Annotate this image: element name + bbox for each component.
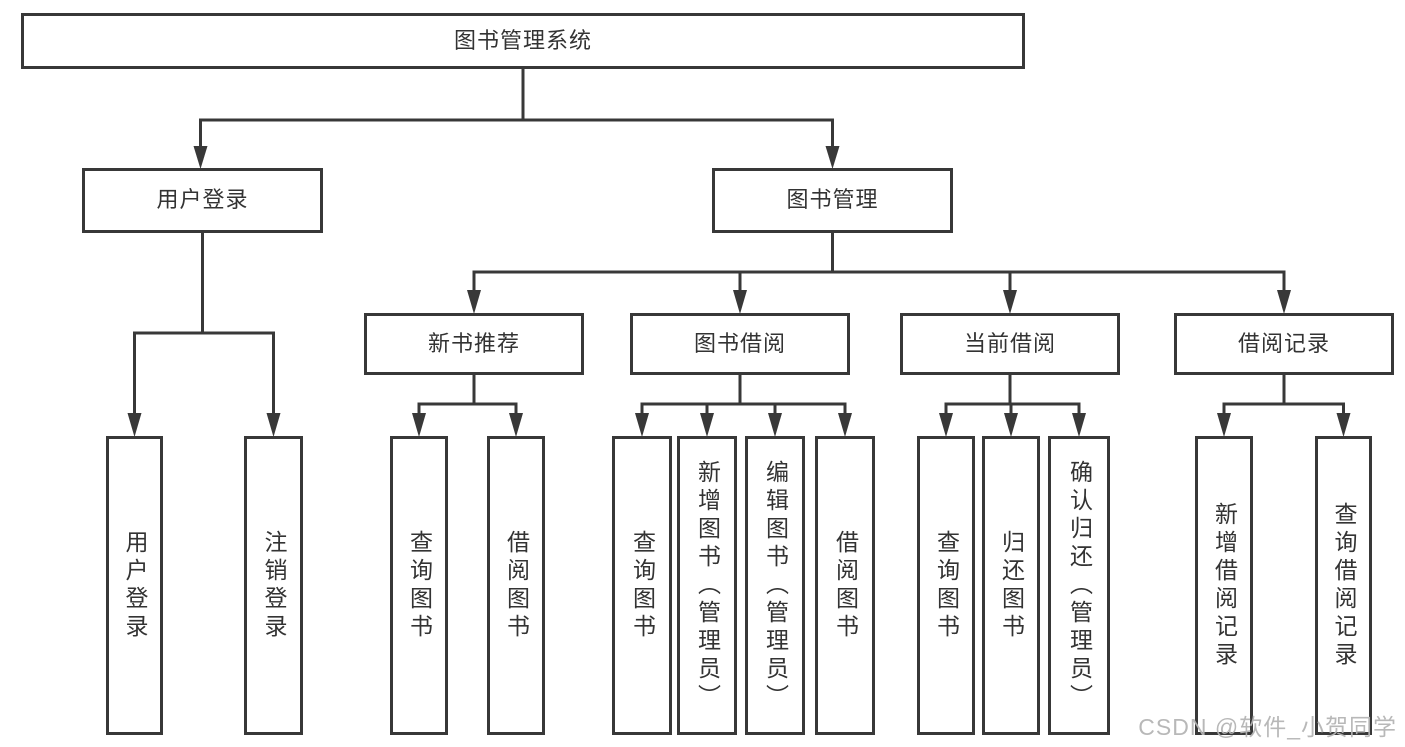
node-leaf-add-books-admin: 新增图书（管理员） [677, 436, 737, 735]
node-borrowing-records: 借阅记录 [1174, 313, 1394, 375]
node-new-book-recommend: 新书推荐 [364, 313, 584, 375]
node-label: 查询图书 [629, 529, 656, 642]
node-label: 新书推荐 [427, 330, 520, 356]
node-leaf-confirm-return-admin: 确认归还（管理员） [1048, 436, 1110, 735]
connector-root-to-branches [193, 69, 840, 169]
node-leaf-return-books: 归还图书 [982, 436, 1040, 735]
node-label: 归还图书 [998, 529, 1025, 642]
node-label: 新增图书（管理员） [694, 459, 721, 712]
node-book-borrowing: 图书借阅 [630, 313, 850, 375]
node-label: 用户登录 [156, 187, 249, 213]
node-label: 查询借阅记录 [1331, 501, 1357, 670]
node-label: 确认归还（管理员） [1066, 459, 1093, 712]
connector-current-borrowing-to-leaves [939, 375, 1086, 437]
node-label: 图书管理系统 [453, 27, 592, 53]
node-label: 查询图书 [933, 529, 960, 642]
node-label: 新增借阅记录 [1211, 501, 1238, 670]
csdn-watermark: CSDN @软件_小贺同学 [1138, 714, 1397, 740]
node-leaf-borrow-books-recommend: 借阅图书 [487, 436, 545, 735]
node-label: 查询图书 [406, 529, 433, 642]
node-label: 借阅图书 [832, 529, 859, 642]
connector-book-mgmt-to-level3 [467, 233, 1291, 314]
node-leaf-user-login: 用户登录 [106, 436, 163, 735]
node-book-management-branch: 图书管理 [712, 168, 953, 233]
node-label: 用户登录 [122, 529, 148, 642]
connector-book-borrowing-to-leaves [635, 375, 852, 437]
node-label: 借阅记录 [1237, 330, 1330, 356]
node-user-login-branch: 用户登录 [82, 168, 323, 233]
node-leaf-query-books-borrowing: 查询图书 [612, 436, 672, 735]
node-current-borrowing: 当前借阅 [900, 313, 1120, 375]
connector-user-login-to-leaves [127, 233, 281, 437]
node-leaf-add-borrow-record: 新增借阅记录 [1195, 436, 1253, 735]
node-leaf-query-borrow-record: 查询借阅记录 [1315, 436, 1372, 735]
node-label: 图书管理 [786, 187, 879, 213]
node-leaf-query-books-recommend: 查询图书 [390, 436, 448, 735]
node-label: 图书借阅 [693, 330, 786, 356]
node-library-management-system: 图书管理系统 [21, 13, 1025, 69]
node-leaf-query-books-current: 查询图书 [917, 436, 975, 735]
node-label: 借阅图书 [503, 529, 530, 642]
connector-new-book-recommend-to-leaves [412, 375, 523, 437]
node-label: 编辑图书（管理员） [762, 459, 789, 712]
node-leaf-borrow-books: 借阅图书 [815, 436, 875, 735]
node-label: 注销登录 [261, 529, 287, 642]
node-label: 当前借阅 [963, 330, 1056, 356]
connector-borrowing-records-to-leaves [1217, 375, 1351, 437]
node-leaf-logout: 注销登录 [244, 436, 303, 735]
node-leaf-edit-books-admin: 编辑图书（管理员） [745, 436, 805, 735]
